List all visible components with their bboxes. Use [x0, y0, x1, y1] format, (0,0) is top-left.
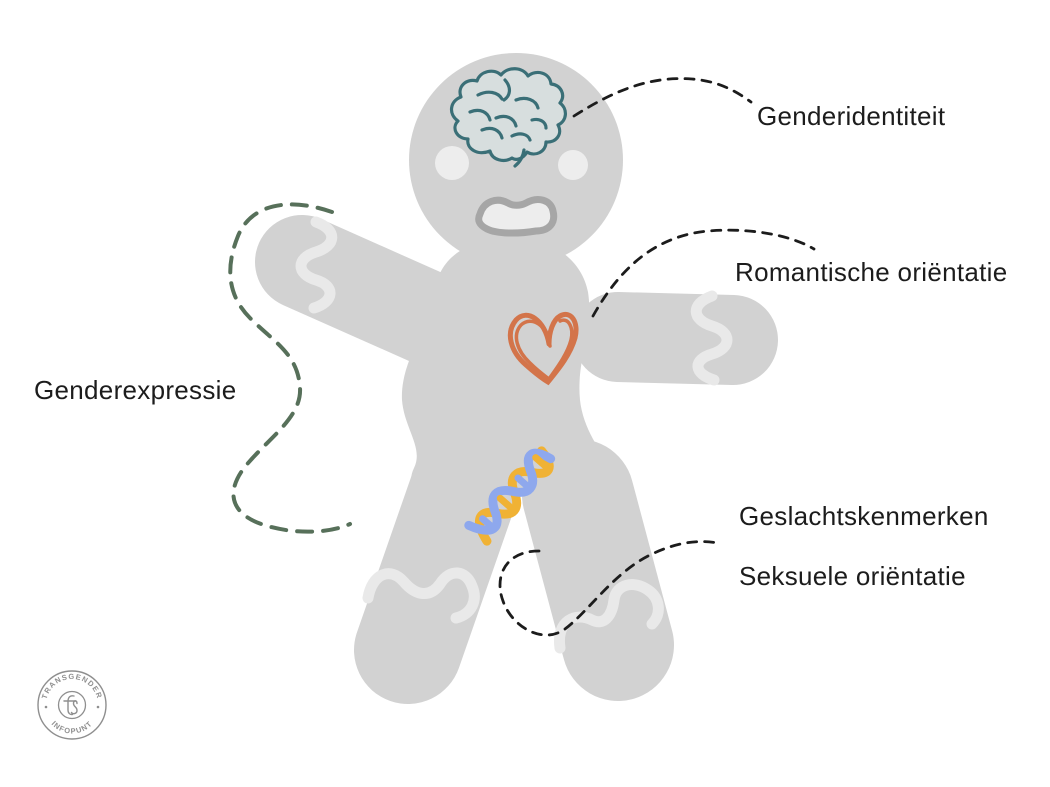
heart-icon: [507, 312, 579, 386]
leader-line-romantic-orientation: [591, 228, 816, 318]
heart-outer-stroke: [507, 312, 579, 386]
stamp-logo: TRANSGENDER INFOPUNT: [37, 670, 107, 740]
face: [435, 146, 588, 237]
label-sexual-orientation: Seksuele oriëntatie: [739, 561, 966, 591]
icing-left-arm: [295, 216, 338, 314]
leader-lines: [498, 77, 816, 637]
label-romantic-orientation: Romantische oriëntatie: [735, 257, 1008, 287]
left-leg: [354, 441, 516, 704]
label-gender-expression: Genderexpressie: [34, 375, 237, 405]
dna-icon: [464, 446, 556, 546]
green-dashed-outline: [228, 202, 352, 534]
left-eye: [435, 146, 469, 180]
icing-left-leg: [362, 567, 480, 624]
logo-bottom-text: INFOPUNT: [50, 719, 95, 736]
brain-folds: [468, 78, 548, 142]
logo-monogram: [63, 695, 78, 716]
dna-strand-blue: [464, 448, 556, 535]
dna-rungs: [479, 454, 549, 531]
logo-outer-ring: [37, 670, 107, 740]
icing-squiggles: [295, 216, 733, 654]
label-gender-identity: Genderidentiteit: [757, 101, 946, 131]
label-sex-characteristics: Geslachtskenmerken: [739, 501, 989, 531]
leader-line-gender-identity: [572, 77, 753, 118]
logo-left-dot: [44, 705, 48, 709]
torso: [401, 238, 620, 507]
right-eye: [558, 150, 588, 180]
brain-outline: [450, 67, 567, 162]
icing-right-leg: [554, 579, 664, 654]
right-arm: [573, 292, 778, 385]
icing-right-arm: [690, 290, 733, 386]
brain-icon: [450, 67, 567, 168]
leader-line-sexual-orientation: [498, 540, 720, 637]
mouth: [475, 196, 558, 237]
heart-inner-stroke: [514, 318, 574, 382]
logo-right-dot: [96, 705, 100, 709]
brain-stem: [513, 148, 526, 168]
logo-inner-ring: [57, 690, 87, 720]
